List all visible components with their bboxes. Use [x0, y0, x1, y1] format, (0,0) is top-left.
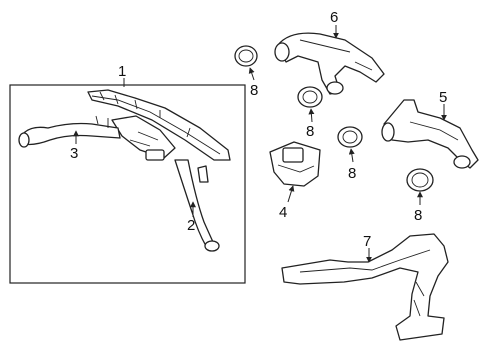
dash-duct-assembly [87, 89, 231, 161]
callout-8b: 8 [306, 123, 314, 140]
grommet-a [234, 45, 258, 67]
leader-4 [287, 185, 295, 203]
floor-duct [281, 233, 449, 341]
grommet-d [406, 168, 434, 192]
grommet-c [337, 126, 363, 148]
leader-8b [308, 108, 315, 123]
callout-8a: 8 [250, 82, 258, 99]
right-duct [381, 99, 479, 169]
defroster-duct [174, 159, 220, 252]
grommet-b [297, 86, 323, 108]
callout-6: 6 [330, 9, 338, 26]
side-duct [18, 115, 121, 148]
callout-3: 3 [70, 145, 78, 162]
assembly-frame [9, 84, 246, 284]
leader-8a [248, 67, 255, 81]
callout-8d: 8 [414, 207, 422, 224]
leader-8c [348, 148, 355, 163]
callout-1: 1 [118, 63, 126, 80]
center-outlet [269, 141, 321, 187]
callout-5: 5 [439, 89, 447, 106]
callout-4: 4 [279, 204, 287, 221]
left-duct [274, 32, 385, 95]
callout-7: 7 [363, 233, 371, 250]
callout-2: 2 [187, 217, 195, 234]
callout-8c: 8 [348, 165, 356, 182]
